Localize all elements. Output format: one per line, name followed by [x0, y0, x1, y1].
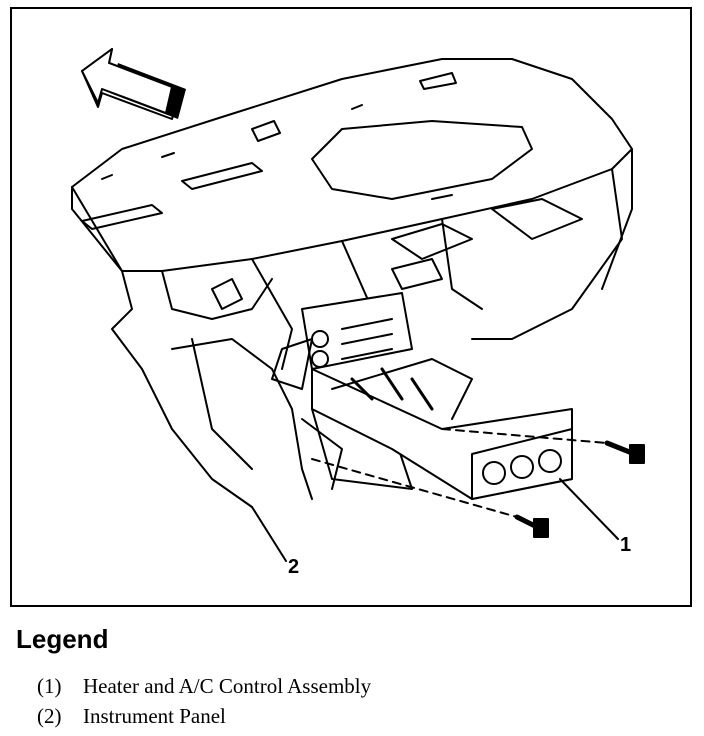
callout-1: 1 — [620, 534, 632, 556]
legend-item-number: (2) — [37, 704, 62, 728]
legend-item-number: (1) — [37, 674, 62, 698]
leader-line-2 — [251, 506, 287, 562]
legend-item-1: (1) Heater and A/C Control Assembly — [37, 674, 371, 698]
instrument-panel-drawing — [71, 48, 645, 562]
legend-item-2: (2) Instrument Panel — [37, 704, 226, 728]
legend-item-text: Heater and A/C Control Assembly — [83, 674, 372, 698]
diagram-frame: 1 2 — [10, 7, 692, 607]
control-assembly — [271, 292, 573, 500]
callout-2: 2 — [288, 556, 300, 578]
bolt-icon — [514, 440, 645, 538]
legend-title: Legend — [16, 624, 109, 654]
leader-line-1 — [559, 478, 619, 540]
legend-item-text: Instrument Panel — [83, 704, 226, 728]
alignment-lines — [311, 428, 608, 518]
direction-arrow-icon — [81, 48, 186, 120]
